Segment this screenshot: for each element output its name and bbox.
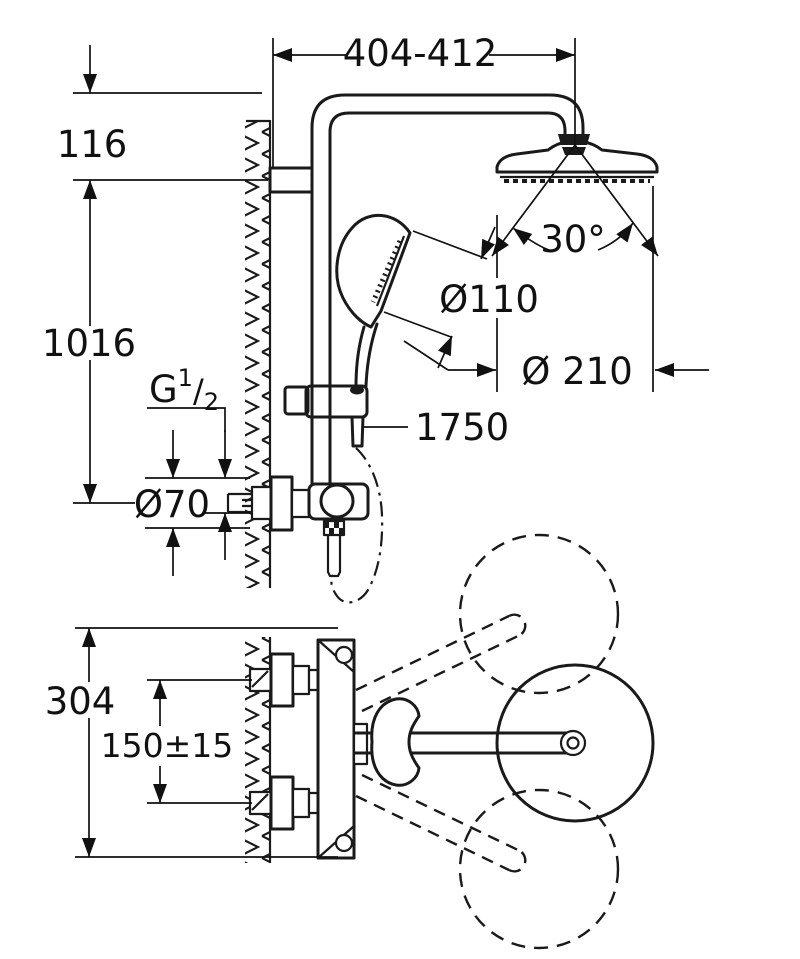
hand-shower-holder xyxy=(283,384,369,448)
supply-connection-bottom xyxy=(248,775,320,831)
dim-hose-length-label: 1750 xyxy=(415,406,509,449)
dim-escutcheon-70: Ø70 xyxy=(134,430,250,576)
dim-thread-g-half: G1/2 xyxy=(147,364,250,560)
hand-shower xyxy=(335,213,412,395)
temperature-knob-positions xyxy=(355,533,620,950)
grip-handle-section xyxy=(370,697,421,787)
riser-and-shower-arm-pipe xyxy=(310,93,585,488)
wall-escutcheon xyxy=(269,475,294,532)
valve-body-plan xyxy=(316,638,369,860)
dim-hose-length-1750: 1750 xyxy=(363,406,509,449)
dim-connection-spacing: 150±15 xyxy=(101,679,252,804)
thermostat-valve-side xyxy=(226,475,370,578)
dim-riser-height-1016: 1016 xyxy=(42,180,136,504)
dim-thread-label: G1/2 xyxy=(149,364,219,416)
riser-wall-bracket xyxy=(268,166,329,194)
diverter-knob xyxy=(319,483,355,519)
temperature-knob-solid xyxy=(495,663,655,823)
dim-head-shower-210: Ø 210 xyxy=(403,186,709,393)
dim-riser-height-label: 1016 xyxy=(42,322,136,365)
head-shower-ball-joint xyxy=(558,134,590,155)
head-shower xyxy=(495,140,659,183)
spray-angle-indicator: 30° xyxy=(491,144,659,261)
dim-connection-spacing-label: 150±15 xyxy=(101,726,234,765)
hose-outlet xyxy=(322,519,346,578)
supply-connection-top xyxy=(248,652,320,708)
dim-swivel-angle: 30° xyxy=(540,218,606,261)
dim-top-width-404-412: 404-412 xyxy=(272,32,576,168)
dim-head-offset-116: 116 xyxy=(57,45,268,181)
dim-plan-height-label: 304 xyxy=(45,680,116,723)
dim-head-offset-label: 116 xyxy=(57,123,128,166)
dim-hand-shower-110: Ø110 xyxy=(383,226,539,369)
shower-hose xyxy=(330,447,384,604)
dim-plan-height-304: 304 xyxy=(45,627,338,858)
dim-hand-shower-label: Ø110 xyxy=(439,278,539,321)
dim-escutcheon-label: Ø70 xyxy=(134,483,210,526)
dim-head-shower-label: Ø 210 xyxy=(521,350,633,393)
dim-top-width-label: 404-412 xyxy=(343,32,498,75)
